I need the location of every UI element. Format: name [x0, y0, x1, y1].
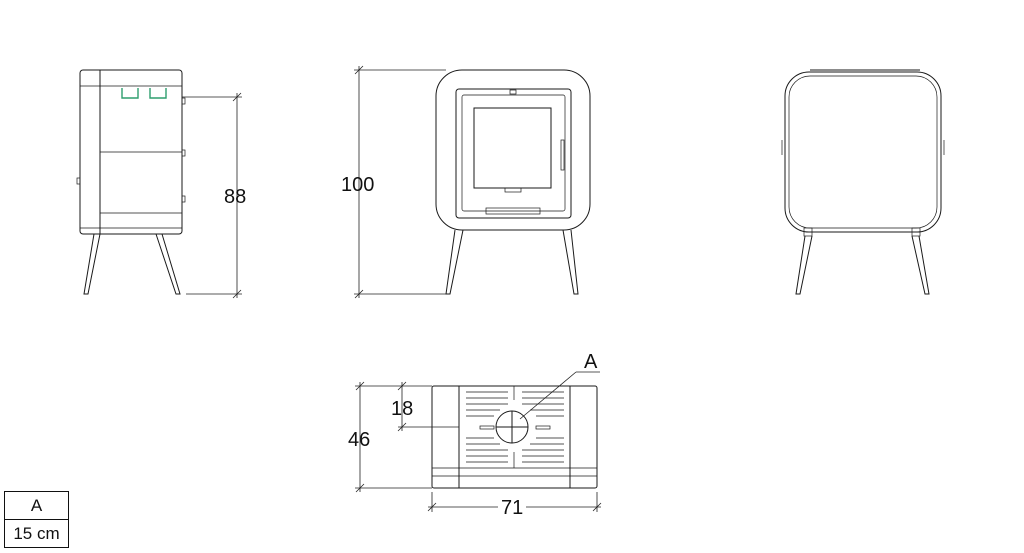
front-body	[435, 69, 591, 231]
dim-18-tick	[397, 381, 407, 391]
back-leg-mount	[803, 227, 813, 237]
dim-71-tick	[427, 502, 437, 512]
dim-71-tick	[592, 502, 602, 512]
front-door-handle[interactable]	[560, 139, 565, 171]
top-view: A 46 18 71	[348, 351, 602, 519]
dim-flue-offset: 18	[391, 398, 413, 420]
back-view	[781, 69, 945, 295]
dim-88-tick	[232, 289, 242, 299]
side-fixture	[181, 97, 186, 105]
back-body-inner	[788, 75, 938, 229]
top-grille	[466, 386, 564, 468]
side-fixture	[181, 195, 186, 203]
dim-top-width: 71	[501, 497, 523, 519]
side-view: 88	[76, 69, 246, 299]
back-leg-mount	[911, 227, 921, 237]
legend-value: 15 cm	[4, 519, 69, 548]
back-body	[784, 71, 942, 233]
side-leg-front	[83, 233, 101, 295]
legend-key: A	[4, 491, 69, 520]
dim-46-tick	[355, 483, 365, 493]
side-brackets	[121, 88, 167, 99]
side-leg-back	[155, 233, 181, 295]
front-top-latch	[509, 89, 517, 95]
top-vent-mark	[479, 425, 495, 430]
front-view: 100	[341, 65, 591, 299]
front-glass	[473, 107, 552, 189]
back-leg-left	[795, 235, 813, 295]
front-leg-right	[562, 229, 579, 295]
dim-100-tick	[354, 65, 364, 75]
legend-row-key: A	[4, 491, 69, 520]
back-leg-right	[911, 235, 930, 295]
dim-46-tick	[355, 381, 365, 391]
legend-table: A 15 cm	[4, 491, 69, 548]
dim-100-tick	[354, 289, 364, 299]
front-door-inner	[461, 94, 566, 212]
callout-flue-label: A	[584, 351, 598, 373]
dim-side-height: 88	[224, 186, 246, 208]
callout-leader	[519, 371, 577, 420]
front-leg-left	[445, 229, 464, 295]
dim-18-tick	[397, 422, 407, 432]
legend-row-value: 15 cm	[4, 519, 69, 548]
side-fixture	[181, 149, 186, 157]
front-logo	[504, 187, 522, 193]
side-knob	[76, 177, 81, 185]
dim-88-tick	[232, 92, 242, 102]
dim-top-depth: 46	[348, 429, 370, 451]
dim-front-height: 100	[341, 174, 374, 196]
front-ash-drawer	[485, 207, 541, 215]
front-door-frame	[455, 88, 572, 219]
top-body	[431, 385, 598, 489]
top-vent-mark	[535, 425, 551, 430]
